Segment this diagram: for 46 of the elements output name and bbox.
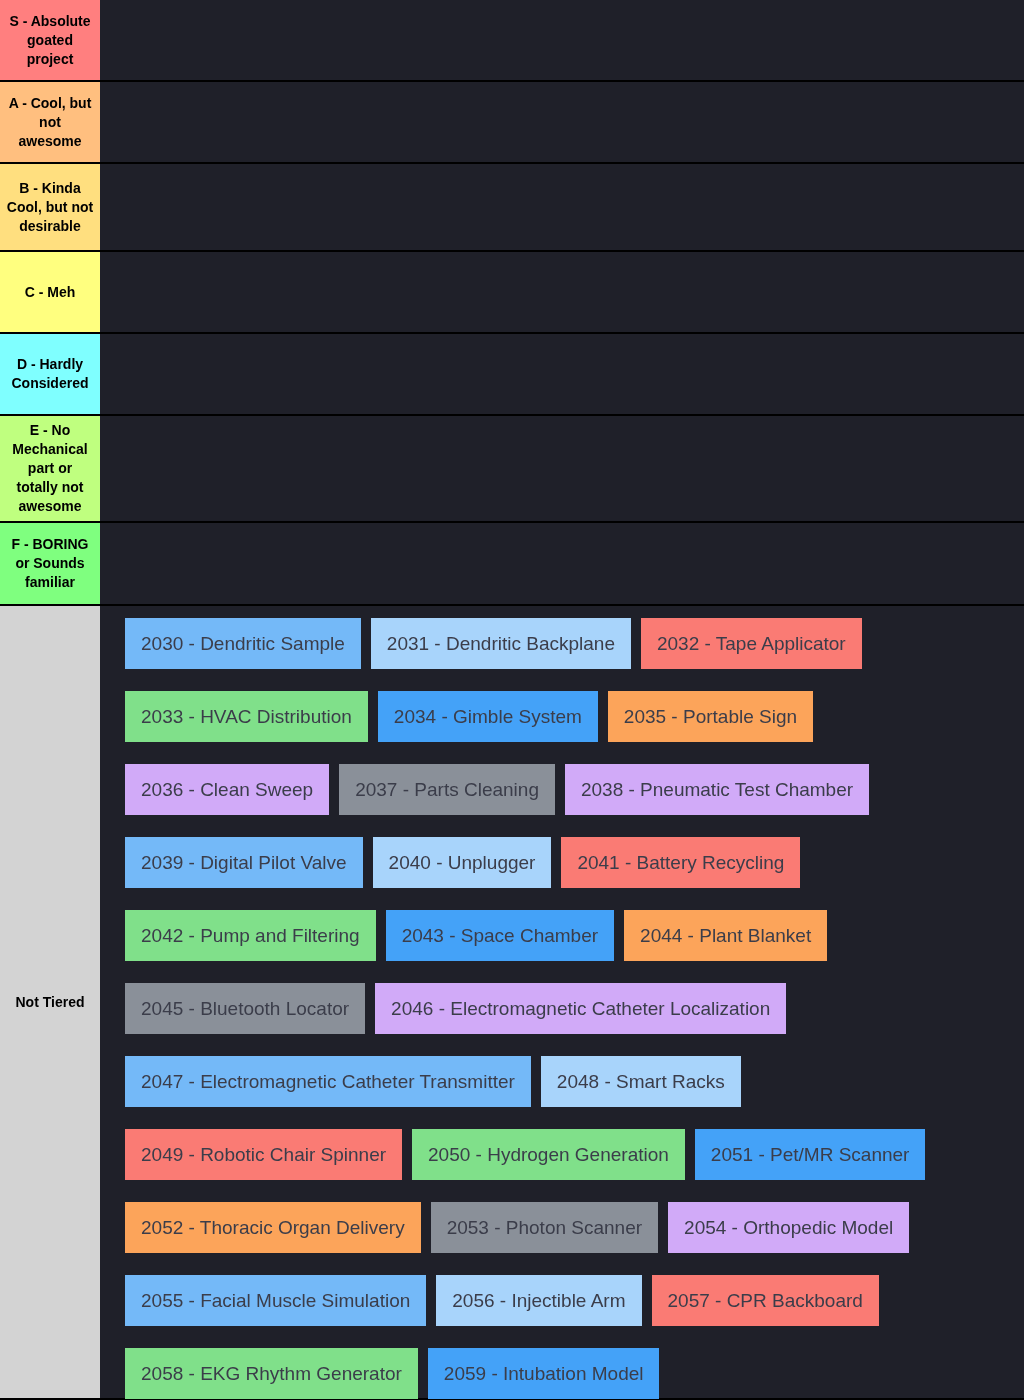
item-card: 2057 - CPR Backboard bbox=[651, 1275, 879, 1326]
tier-label: C - Meh bbox=[0, 252, 100, 332]
item-card: 2032 - Tape Applicator bbox=[640, 618, 862, 669]
item-card: 2038 - Pneumatic Test Chamber bbox=[564, 764, 870, 815]
item-card: 2056 - Injectible Arm bbox=[436, 1275, 642, 1326]
item-card: 2033 - HVAC Distribution bbox=[125, 691, 368, 742]
item-card: 2044 - Plant Blanket bbox=[624, 910, 828, 961]
tier-row bbox=[0, 606, 1024, 1400]
item-card: 2043 - Space Chamber bbox=[385, 910, 615, 961]
item-card: 2045 - Bluetooth Locator bbox=[125, 983, 366, 1034]
item-card: 2051 - Pet/MR Scanner bbox=[694, 1129, 926, 1180]
item-card: 2054 - Orthopedic Model bbox=[668, 1202, 910, 1253]
item-card: 2037 - Parts Cleaning bbox=[339, 764, 555, 815]
item-card: 2050 - Hydrogen Generation bbox=[412, 1129, 685, 1180]
item-card: 2047 - Electromagnetic Catheter Transmitter bbox=[125, 1056, 531, 1107]
item-card: 2058 - EKG Rhythm Generator bbox=[125, 1348, 418, 1399]
tier-row bbox=[0, 0, 1024, 82]
item-card: 2049 - Robotic Chair Spinner bbox=[125, 1129, 403, 1180]
item-card: 2052 - Thoracic Organ Delivery bbox=[125, 1202, 421, 1253]
item-card: 2042 - Pump and Filtering bbox=[125, 910, 376, 961]
item-card: 2059 - Intubation Model bbox=[427, 1348, 660, 1399]
item-card: 2046 - Electromagnetic Catheter Localization bbox=[375, 983, 787, 1034]
tier-label: S - Absolute goated project bbox=[0, 0, 100, 80]
tier-label: Not Tiered bbox=[0, 606, 100, 1398]
tier-row bbox=[0, 164, 1024, 252]
item-card: 2055 - Facial Muscle Simulation bbox=[125, 1275, 427, 1326]
tier-label: E - No Mechanical part or totally not awesome bbox=[0, 416, 100, 521]
tier-label: A - Cool, but not awesome bbox=[0, 82, 100, 162]
tier-row bbox=[0, 82, 1024, 164]
item-card: 2031 - Dendritic Backplane bbox=[370, 618, 631, 669]
tier-row bbox=[0, 334, 1024, 416]
item-card: 2034 - Gimble System bbox=[377, 691, 598, 742]
item-card: 2030 - Dendritic Sample bbox=[125, 618, 361, 669]
item-card: 2036 - Clean Sweep bbox=[125, 764, 330, 815]
item-card: 2035 - Portable Sign bbox=[607, 691, 814, 742]
tier-label: D - Hardly Considered bbox=[0, 334, 100, 414]
tier-row bbox=[0, 523, 1024, 606]
item-card: 2053 - Photon Scanner bbox=[430, 1202, 659, 1253]
item-card: 2040 - Unplugger bbox=[372, 837, 552, 888]
item-card: 2039 - Digital Pilot Valve bbox=[125, 837, 363, 888]
tier-row bbox=[0, 416, 1024, 523]
item-card: 2041 - Battery Recycling bbox=[561, 837, 801, 888]
tier-row bbox=[0, 252, 1024, 334]
tier-label: B - Kinda Cool, but not desirable bbox=[0, 164, 100, 250]
item-card: 2048 - Smart Racks bbox=[540, 1056, 741, 1107]
tier-label: F - BORING or Sounds familiar bbox=[0, 523, 100, 604]
